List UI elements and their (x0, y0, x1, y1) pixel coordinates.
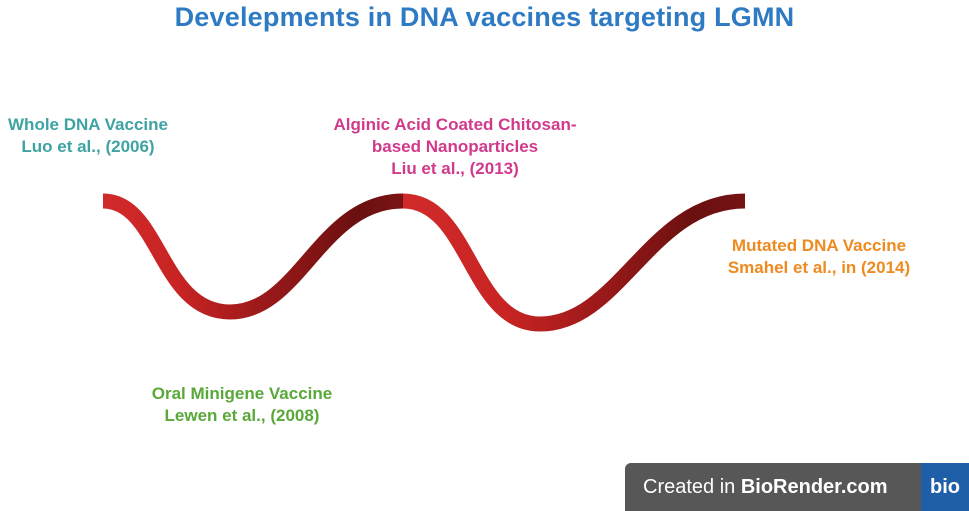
milestone-alginic-acid-nanoparticles: Alginic Acid Coated Chitosan- based Nano… (300, 114, 610, 180)
credit-brand: BioRender.com (740, 476, 888, 498)
milestone-title: Oral Minigene Vaccine (151, 384, 333, 403)
milestone-citation: Lewen et al., (2008) (164, 406, 320, 425)
milestone-whole-dna-vaccine: Whole DNA Vaccine Luo et al., (2006) (0, 114, 176, 158)
biorender-badge[interactable]: Created in BioRender.com bio (625, 463, 969, 511)
milestone-citation: Smahel et al., in (2014) (727, 258, 911, 277)
biorender-credit: Created in BioRender.com (643, 463, 888, 511)
wave-segment-1 (102, 193, 404, 320)
page-title: Develepments in DNA vaccines targeting L… (174, 2, 795, 32)
milestone-mutated-dna-vaccine: Mutated DNA Vaccine Smahel et al., in (2… (706, 235, 932, 279)
biorender-logo-icon: bio (921, 463, 969, 511)
milestone-title-continued: based Nanoparticles (371, 137, 539, 156)
milestone-citation: Luo et al., (2006) (21, 137, 155, 156)
credit-prefix: Created in (643, 476, 741, 498)
milestone-title: Mutated DNA Vaccine (731, 236, 907, 255)
milestone-title: Alginic Acid Coated Chitosan- (333, 115, 577, 134)
wave-segment-2 (402, 193, 746, 332)
milestone-oral-minigene-vaccine: Oral Minigene Vaccine Lewen et al., (200… (130, 383, 354, 427)
milestone-title: Whole DNA Vaccine (8, 115, 168, 134)
milestone-citation: Liu et al., (2013) (391, 159, 519, 178)
